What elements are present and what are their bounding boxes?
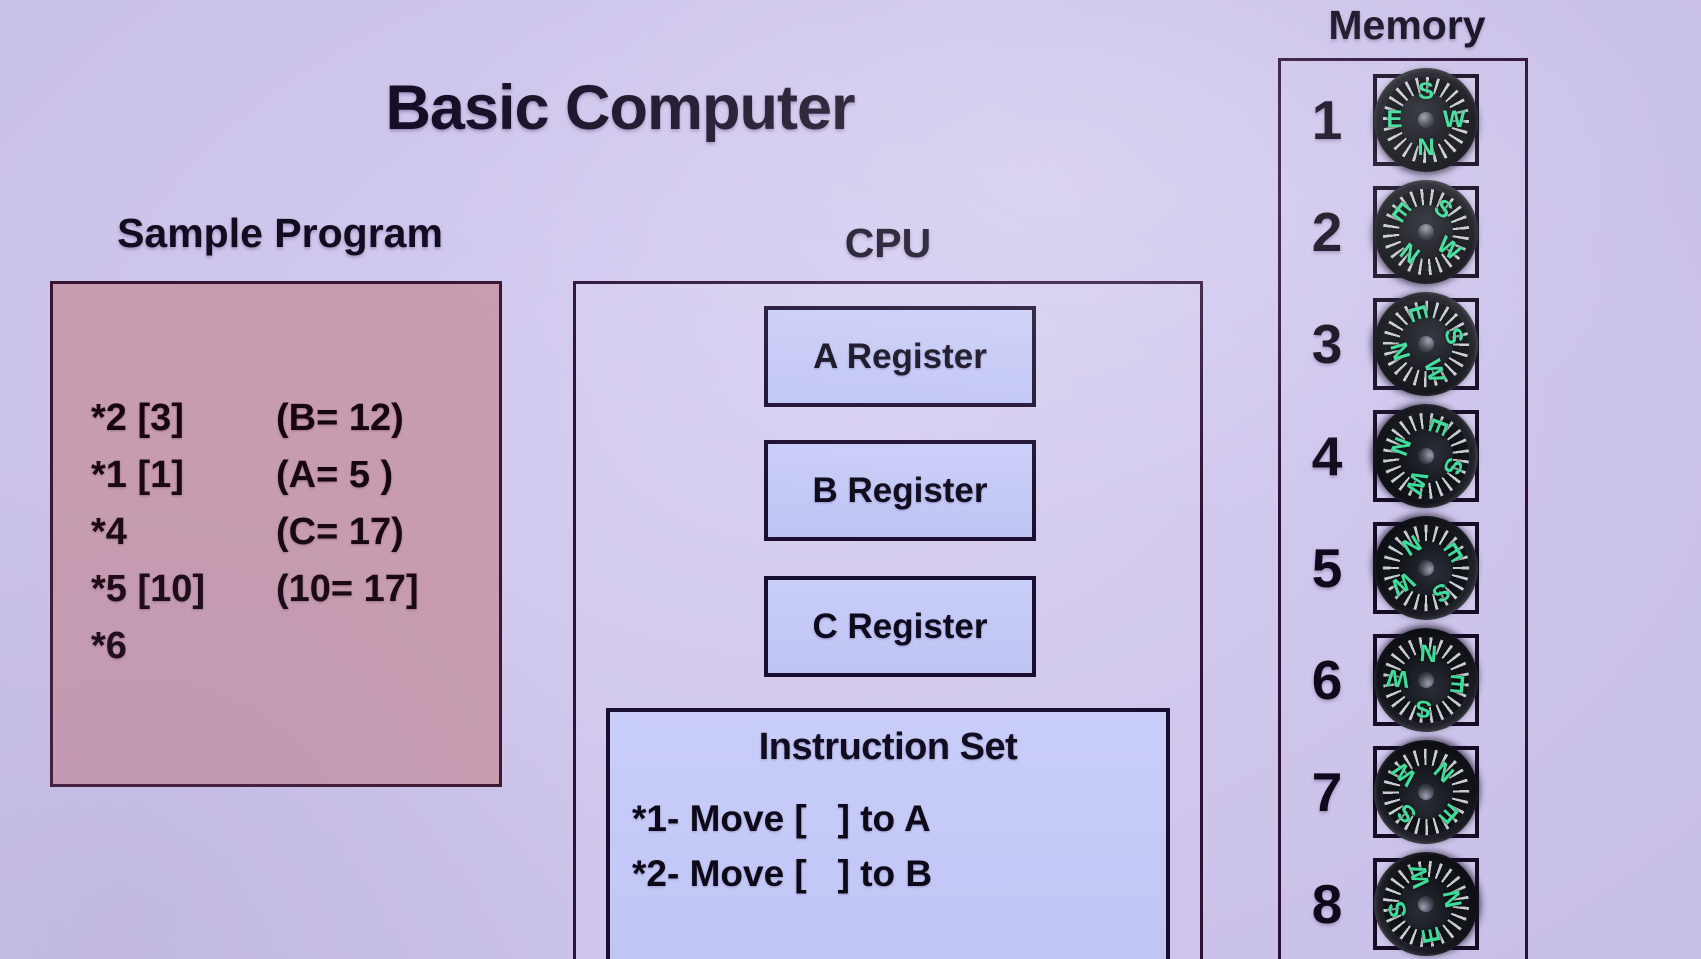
compass-hub [1417, 111, 1435, 129]
instruction-set-box: Instruction Set *1- Move [ ] to A *2- Mov… [606, 708, 1170, 959]
memory-heading: Memory [1328, 2, 1486, 48]
memory-address-label: 8 [1311, 873, 1343, 935]
memory-address-label: 3 [1311, 313, 1343, 375]
compass-letter-w: W [1404, 862, 1436, 891]
register-b: B Register [764, 440, 1036, 541]
memory-address-label: 4 [1311, 425, 1343, 487]
program-line-opcode: *2 [3] [91, 397, 184, 439]
memory-address-label: 6 [1311, 649, 1343, 711]
instruction-line: *1- Move [ ] to A [632, 798, 931, 839]
sample-program-lines: *2 [3] (B= 12) *1 [1] (A= 5 ) *4 (C= 17) *5 [1… [91, 390, 491, 675]
memory-address-label: 7 [1311, 761, 1343, 823]
compass-letter-w: W [1442, 106, 1466, 133]
program-line: *4 (C= 17) [91, 504, 491, 561]
instruction-line: *2- Move [ ] to B [632, 853, 933, 894]
page-title: Basic Computer [385, 73, 855, 143]
register-c: C Register [764, 576, 1036, 677]
instruction-set-lines: *1- Move [ ] to A *2- Move [ ] to B [610, 791, 1166, 901]
program-line-comment: (B= 12) [276, 397, 404, 439]
program-line-opcode: *1 [1] [91, 454, 184, 496]
sample-program-box: *2 [3] (B= 12) *1 [1] (A= 5 ) *4 (C= 17) *5 [1… [50, 281, 502, 787]
program-line: *6 [91, 618, 491, 675]
compass-letter-w: W [1385, 663, 1411, 693]
program-line: *2 [3] (B= 12) [91, 390, 491, 447]
sample-program-heading: Sample Program [117, 210, 443, 256]
cpu-box: A Register B Register C Register Instruc… [573, 281, 1203, 959]
compass-letter-n: N [1417, 133, 1435, 161]
register-a: A Register [764, 306, 1036, 407]
program-line-opcode: *5 [10] [91, 568, 206, 610]
cpu-heading: CPU [844, 220, 932, 266]
instruction-set-title: Instruction Set [758, 726, 1018, 768]
memory-address-label: 5 [1311, 537, 1343, 599]
program-line: *5 [10] (10= 17] [91, 561, 491, 618]
memory-address-label: 2 [1311, 201, 1343, 263]
program-line-opcode: *6 [91, 625, 127, 667]
memory-address-label: 1 [1311, 89, 1343, 151]
program-line-comment: (10= 17] [276, 568, 419, 610]
program-line-comment: (C= 17) [276, 511, 404, 553]
compass-letter-n: N [1418, 638, 1439, 668]
program-line-opcode: *4 [91, 511, 127, 553]
compass-letter-s: S [1417, 78, 1435, 106]
program-line-comment: (A= 5 ) [276, 454, 394, 496]
program-line: *1 [1] (A= 5 ) [91, 447, 491, 504]
compass-letter-e: E [1386, 106, 1403, 133]
compass-letter-s: S [1414, 693, 1433, 723]
compass-letter-e: E [1448, 669, 1467, 698]
